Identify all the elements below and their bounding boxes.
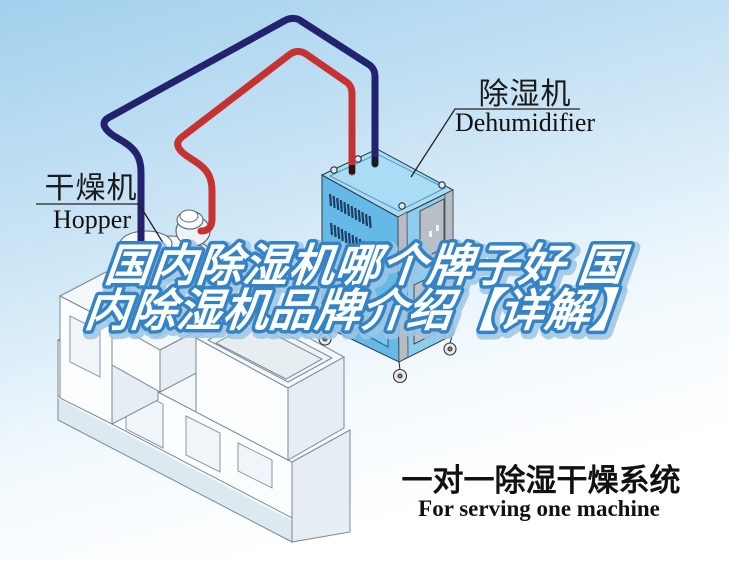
hopper-label-en: Hopper bbox=[53, 205, 131, 234]
top-face-border bbox=[328, 153, 447, 212]
door-handle bbox=[429, 231, 432, 237]
hopper-lid-knob bbox=[179, 209, 199, 223]
left-face-panel bbox=[335, 285, 361, 333]
machine-window bbox=[185, 415, 221, 473]
hopper-label-zh: 干燥机 bbox=[45, 172, 138, 205]
extruder-machine-illustration bbox=[56, 271, 351, 543]
door-handle bbox=[436, 225, 439, 231]
title-line2: 内除湿机品牌介绍【详解】 bbox=[83, 285, 640, 336]
left-face-panel bbox=[363, 300, 389, 348]
upper-door-panel bbox=[419, 198, 445, 261]
hopper-illustration bbox=[119, 209, 215, 281]
title-line1-shadow: 国内除湿机哪个牌子好 国 bbox=[105, 243, 636, 294]
rear-cabinet-window bbox=[69, 315, 101, 378]
cold-air-pipe bbox=[100, 14, 379, 262]
hot-air-pipe bbox=[174, 48, 356, 235]
dehumidifier-label-zh: 除湿机 bbox=[479, 78, 572, 111]
right-corner-strip bbox=[444, 189, 454, 340]
lifting-rings bbox=[330, 155, 446, 210]
machine-end-face bbox=[291, 429, 351, 543]
dehumidifier-illustration bbox=[318, 148, 457, 384]
caption-zh: 一对一除湿干燥系统 bbox=[402, 463, 681, 498]
lower-door-panel bbox=[413, 270, 443, 345]
front-corner-strip bbox=[397, 211, 409, 363]
title-line2-shadow: 内除湿机品牌介绍【详解】 bbox=[85, 288, 642, 339]
title-line1: 国内除湿机哪个牌子好 国 bbox=[103, 240, 634, 291]
dehumidifier-leader-line bbox=[410, 108, 580, 178]
hopper-leader-line bbox=[36, 203, 171, 255]
hopper-dome-cap bbox=[119, 230, 173, 258]
pipe-fitting bbox=[372, 157, 378, 166]
louver-vents-upper bbox=[328, 193, 372, 229]
caption-en: For serving one machine bbox=[418, 496, 660, 521]
hopper-stand-top bbox=[145, 302, 163, 312]
base-highlight bbox=[57, 396, 293, 521]
cabinet-recess-inner bbox=[214, 322, 324, 380]
caster-wheels bbox=[318, 324, 457, 384]
louver-vents-lower bbox=[329, 222, 373, 258]
overlay-title: 国内除湿机哪个牌子好 国 内除湿机品牌介绍【详解】 国内除湿机哪个牌子好 国 内… bbox=[79, 237, 648, 345]
pipe-fitting bbox=[349, 165, 355, 174]
machine-window bbox=[237, 442, 273, 489]
dehumidifier-label-en: Dehumidifier bbox=[455, 108, 595, 137]
